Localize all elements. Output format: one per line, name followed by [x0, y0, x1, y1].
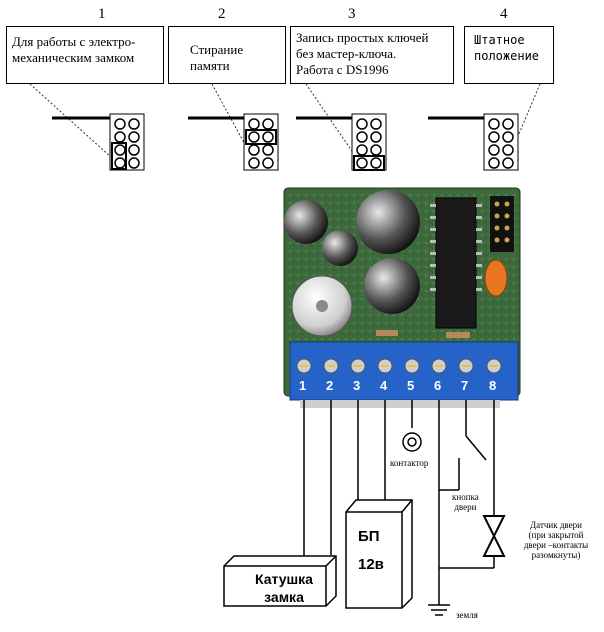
step-2-caption: Стирание памяти — [190, 42, 244, 73]
ground-label: земля — [456, 610, 478, 620]
terminal-1-label: 1 — [299, 378, 307, 393]
step-4-number: 4 — [500, 6, 508, 22]
leader-lines — [29, 83, 541, 161]
step-2-caption-box — [168, 26, 286, 84]
door-sensor-symbol — [482, 515, 506, 557]
door-sensor-label: Датчик двери (при закрытой двери –контак… — [523, 520, 589, 560]
step-2-number: 2 — [218, 6, 226, 22]
psu-label-line2: 12в — [358, 556, 384, 573]
step-1-caption: Для работы с электро- механическим замко… — [12, 34, 136, 65]
jumper-diagram-2 — [188, 113, 279, 171]
terminal-3-label: 3 — [353, 378, 361, 393]
psu-label-line1: БП — [358, 528, 380, 545]
coil-label: Катушка замка — [255, 571, 313, 605]
jumper-diagram-1 — [52, 113, 145, 171]
step-3-caption: Запись простых ключей без мастер-ключа. … — [296, 30, 429, 77]
jumper-diagram-3 — [296, 113, 387, 171]
step-1-number: 1 — [98, 6, 106, 22]
coil-box — [223, 555, 337, 607]
terminal-2-label: 2 — [326, 378, 334, 393]
step-4-caption: Штатное положение — [474, 33, 540, 63]
terminal-block — [289, 341, 519, 408]
step-3-number: 3 — [348, 6, 356, 22]
terminal-6-label: 6 — [434, 378, 442, 393]
psu-box — [345, 499, 413, 609]
terminal-7-label: 7 — [461, 378, 469, 393]
terminal-4-label: 4 — [380, 378, 388, 393]
step-4-caption-box — [464, 26, 554, 84]
door-button-label: кнопка двери — [452, 492, 479, 512]
contactor-label: контактор — [390, 458, 429, 468]
jumper-diagram-4 — [428, 113, 519, 171]
terminal-5-label: 5 — [407, 378, 415, 393]
terminal-8-label: 8 — [489, 378, 497, 393]
step-1-caption-box — [6, 26, 164, 84]
wires — [303, 400, 495, 616]
step-3-caption-box — [290, 26, 454, 84]
